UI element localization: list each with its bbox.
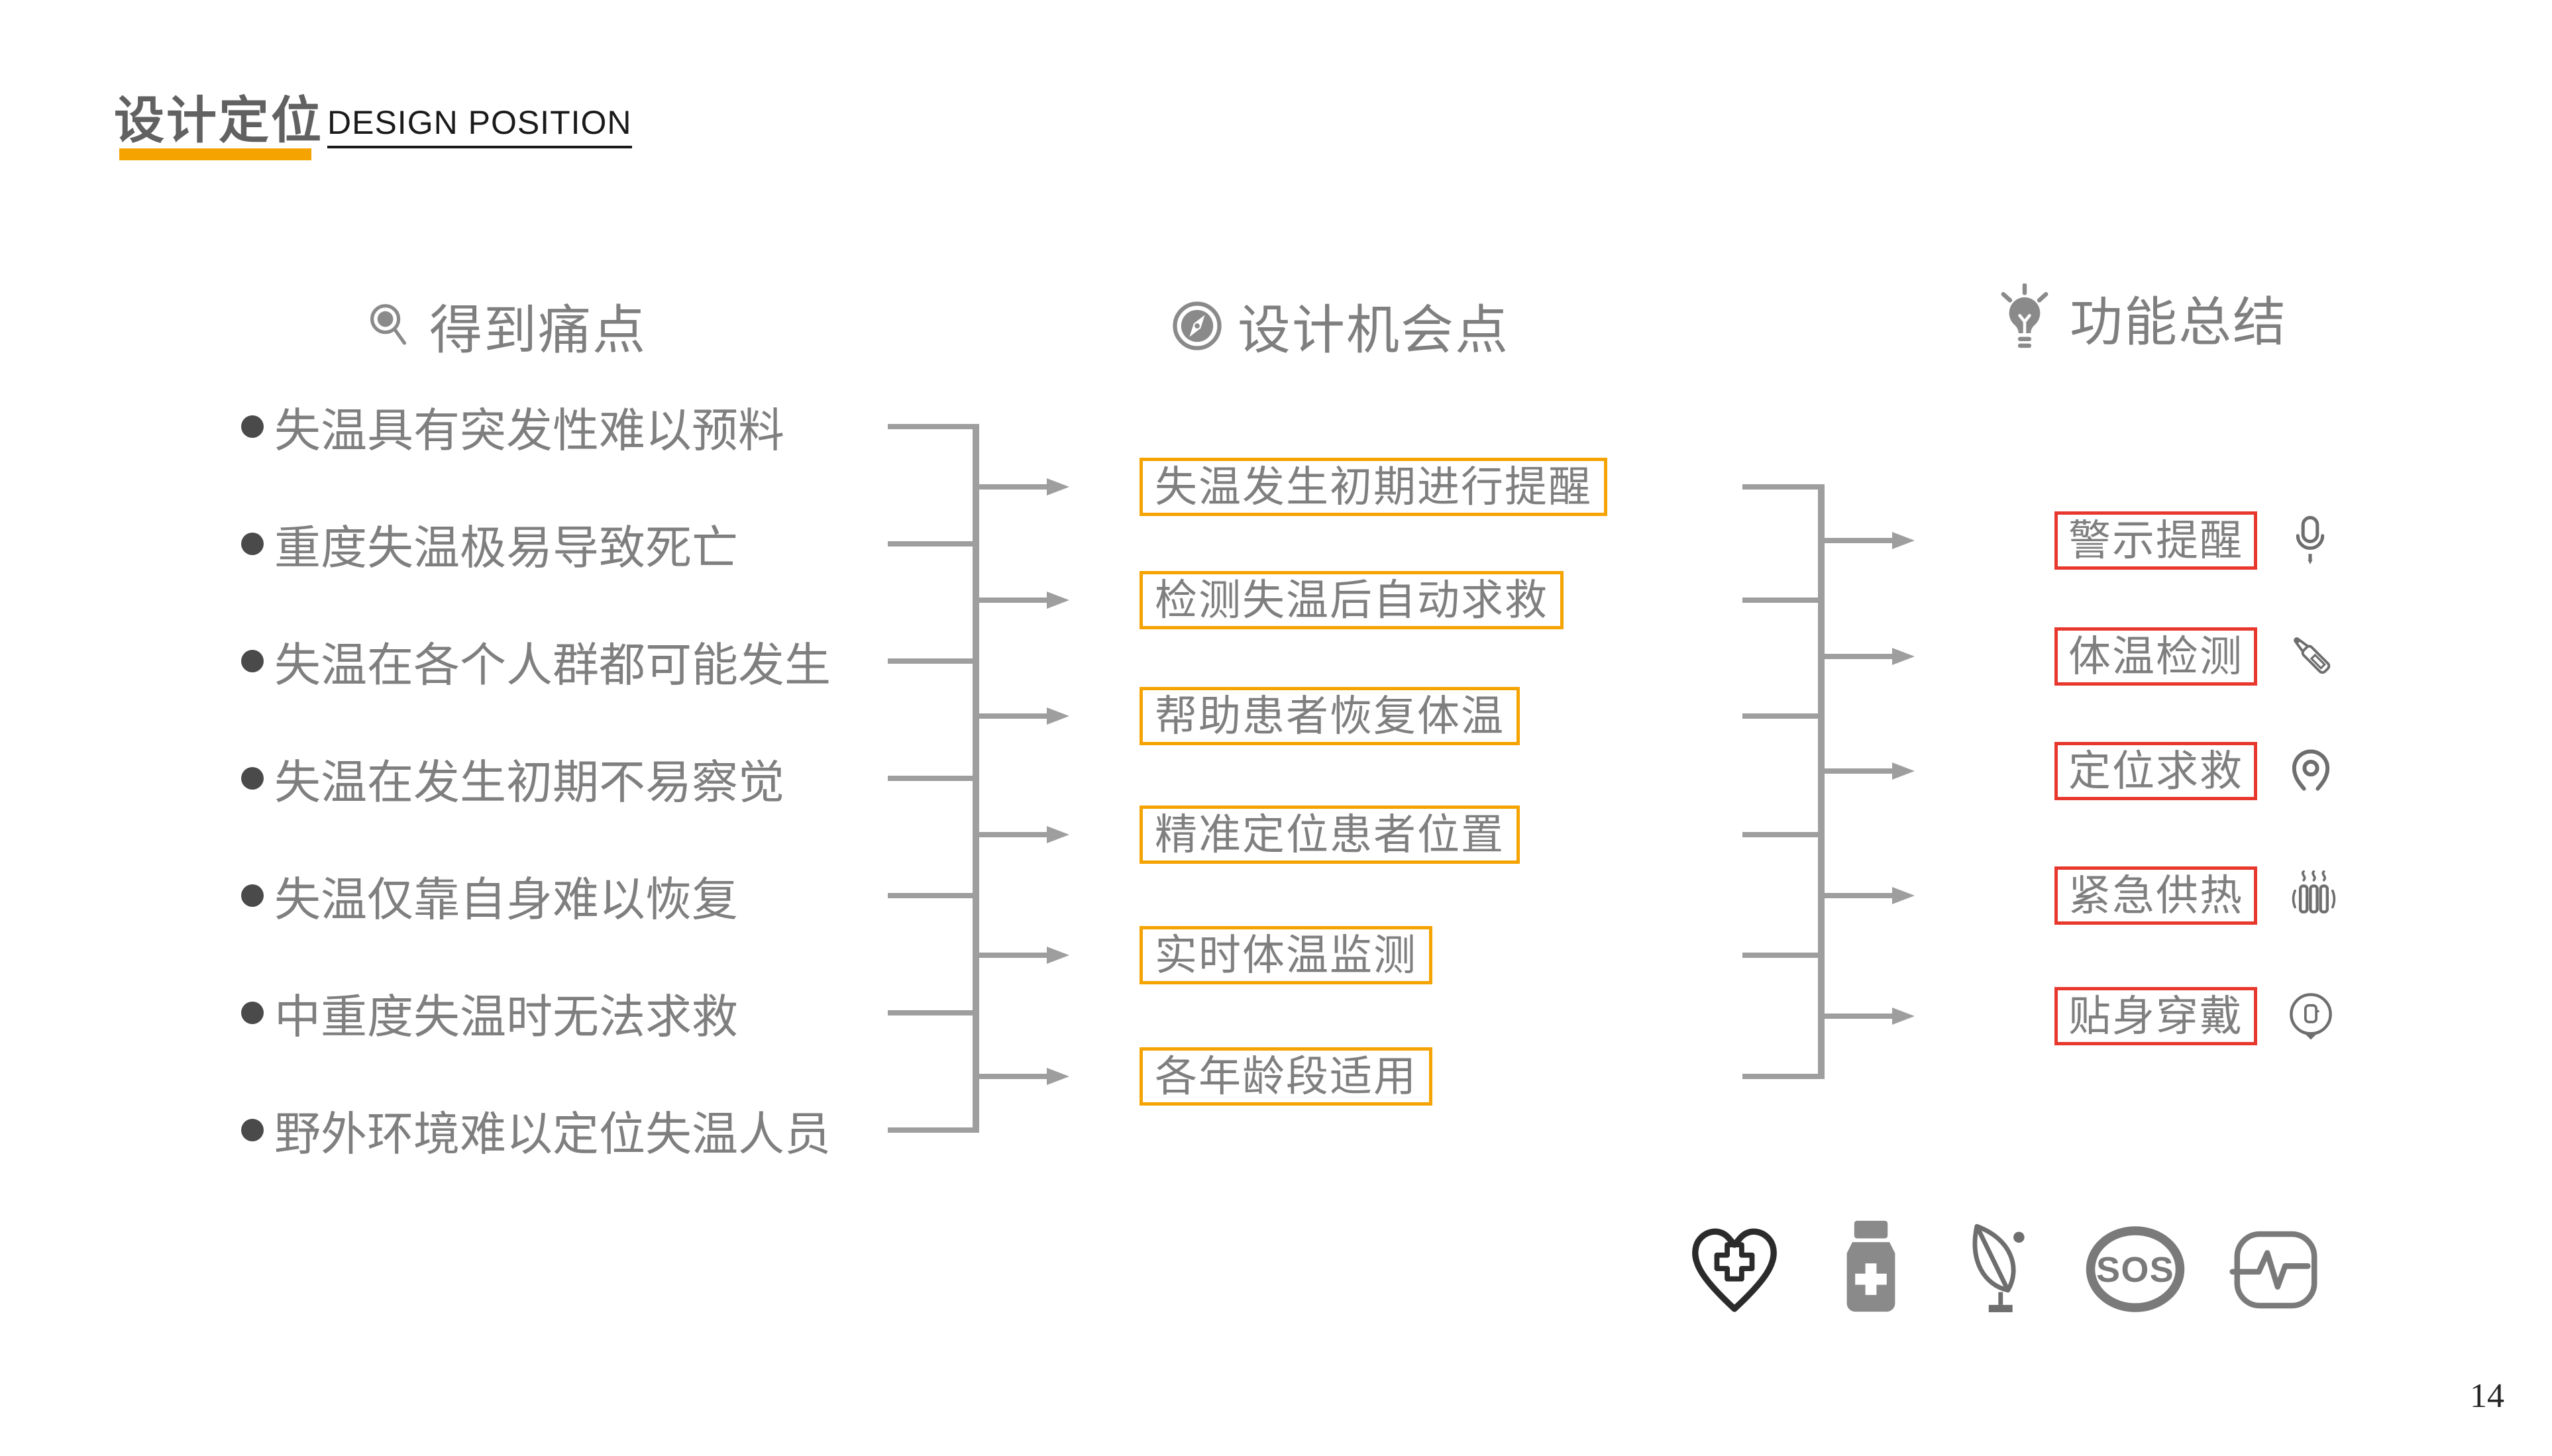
bullet-icon <box>241 767 264 790</box>
pain-item-label: 重度失温极易导致死亡 <box>274 521 738 574</box>
lightbulb-icon <box>2001 284 2048 348</box>
pain-item: 中重度失温时无法求救 <box>241 986 738 1043</box>
bullet-icon <box>241 884 264 907</box>
function-box: 紧急供热 <box>2054 866 2257 925</box>
connector-line <box>888 658 978 664</box>
function-box: 体温检测 <box>2054 627 2257 686</box>
opportunity-box: 帮助患者恢复体温 <box>1140 687 1520 745</box>
arrow-line <box>979 484 1048 490</box>
pain-item-label: 失温仅靠自身难以恢复 <box>274 873 738 925</box>
connector-line <box>888 1010 978 1015</box>
arrow-line <box>1825 768 1893 774</box>
arrow-head-icon <box>1047 478 1069 495</box>
column-header-label: 得到痛点 <box>429 301 647 360</box>
thermometer-icon <box>2294 637 2331 674</box>
arrow-head-icon <box>1047 826 1069 843</box>
pain-item: 野外环境难以定位失温人员 <box>241 1104 831 1160</box>
arrow-line <box>1825 654 1893 659</box>
page-title: 设计定位 <box>114 93 323 149</box>
opportunity-box: 各年龄段适用 <box>1140 1047 1432 1106</box>
connector-line <box>888 776 978 781</box>
sos-label: SOS <box>2096 1250 2174 1290</box>
connector-line <box>1742 953 1825 958</box>
arrow-head-icon <box>1047 707 1069 725</box>
column-header-label: 设计机会点 <box>1238 301 1509 360</box>
arrow-head-icon <box>1892 648 1915 665</box>
function-row: 体温检测 <box>2054 627 2338 686</box>
function-box: 警示提醒 <box>2054 511 2257 570</box>
pain-item-label: 失温具有突发性难以预料 <box>274 404 784 456</box>
pain-item: 失温在发生初期不易察觉 <box>241 752 784 808</box>
location-pin-icon <box>2292 749 2330 791</box>
bullet-icon <box>241 650 264 672</box>
pain-item-label: 中重度失温时无法求救 <box>274 990 738 1043</box>
arrow-head-icon <box>1892 762 1915 780</box>
pain-item-label: 失温在发生初期不易察觉 <box>274 756 784 808</box>
heart-cross-icon <box>1692 1228 1777 1312</box>
magnifier-icon <box>370 304 407 345</box>
column-header-functions: 功能总结 <box>1994 278 2287 358</box>
ecg-monitor-icon <box>2229 1231 2317 1309</box>
opportunity-box: 检测失温后自动求救 <box>1140 571 1564 629</box>
connector-trunk <box>1818 484 1825 1079</box>
arrow-head-icon <box>1892 887 1915 904</box>
pain-item-label: 失温在各个人群都可能发生 <box>274 639 831 691</box>
bullet-icon <box>241 415 264 438</box>
arrow-line <box>979 953 1048 958</box>
satellite-dish-icon <box>1972 1223 2025 1312</box>
sos-icon: SOS <box>2086 1226 2185 1312</box>
arrow-line <box>1825 1014 1893 1019</box>
arrow-line <box>979 598 1048 603</box>
arrow-head-icon <box>1047 947 1069 964</box>
microphone-icon <box>2296 515 2325 564</box>
connector-line <box>1742 484 1825 490</box>
column-header-opportunities: 设计机会点 <box>1171 286 1509 366</box>
connector-line <box>888 893 978 898</box>
arrow-line <box>979 832 1048 837</box>
opportunity-box: 失温发生初期进行提醒 <box>1140 458 1607 516</box>
function-box: 定位求救 <box>2054 742 2257 800</box>
pain-item: 失温具有突发性难以预料 <box>241 400 784 456</box>
opportunity-box: 实时体温监测 <box>1140 926 1432 984</box>
connector-line <box>888 424 978 429</box>
connector-line <box>1742 598 1825 603</box>
heater-icon <box>2292 870 2336 913</box>
function-row: 紧急供热 <box>2054 866 2339 925</box>
bullet-icon <box>241 1002 264 1024</box>
pain-item: 失温仅靠自身难以恢复 <box>241 869 738 925</box>
connector-line <box>1742 832 1825 837</box>
pain-item: 重度失温极易导致死亡 <box>241 517 738 574</box>
page-subtitle: DESIGN POSITION <box>327 103 632 148</box>
column-header-painpoints: 得到痛点 <box>366 286 647 366</box>
function-box: 贴身穿戴 <box>2054 987 2257 1045</box>
pain-item: 失温在各个人群都可能发生 <box>241 635 831 691</box>
wearable-watch-icon <box>2290 993 2332 1040</box>
arrow-head-icon <box>1892 532 1915 549</box>
arrow-line <box>979 1074 1048 1079</box>
connector-trunk <box>973 424 979 1133</box>
arrow-line <box>1825 538 1893 543</box>
connector-line <box>888 1127 978 1133</box>
title-accent-bar <box>119 148 311 160</box>
pain-item-label: 野外环境难以定位失温人员 <box>274 1108 831 1160</box>
opportunity-box: 精准定位患者位置 <box>1140 806 1520 864</box>
bullet-icon <box>241 1119 264 1141</box>
bullet-icon <box>241 533 264 555</box>
medicine-bottle-icon <box>1846 1220 1895 1312</box>
arrow-head-icon <box>1047 1068 1069 1085</box>
arrow-line <box>979 713 1048 719</box>
arrow-head-icon <box>1892 1008 1915 1025</box>
function-row: 贴身穿戴 <box>2054 987 2335 1045</box>
function-row: 定位求救 <box>2054 742 2335 800</box>
connector-line <box>888 541 978 546</box>
compass-icon <box>1173 301 1222 350</box>
column-header-label: 功能总结 <box>2070 293 2287 352</box>
function-row: 警示提醒 <box>2054 511 2334 570</box>
page-number: 14 <box>2470 1377 2504 1415</box>
connector-line <box>1742 713 1825 719</box>
connector-line <box>1742 1074 1825 1079</box>
arrow-line <box>1825 893 1893 898</box>
arrow-head-icon <box>1047 592 1069 609</box>
